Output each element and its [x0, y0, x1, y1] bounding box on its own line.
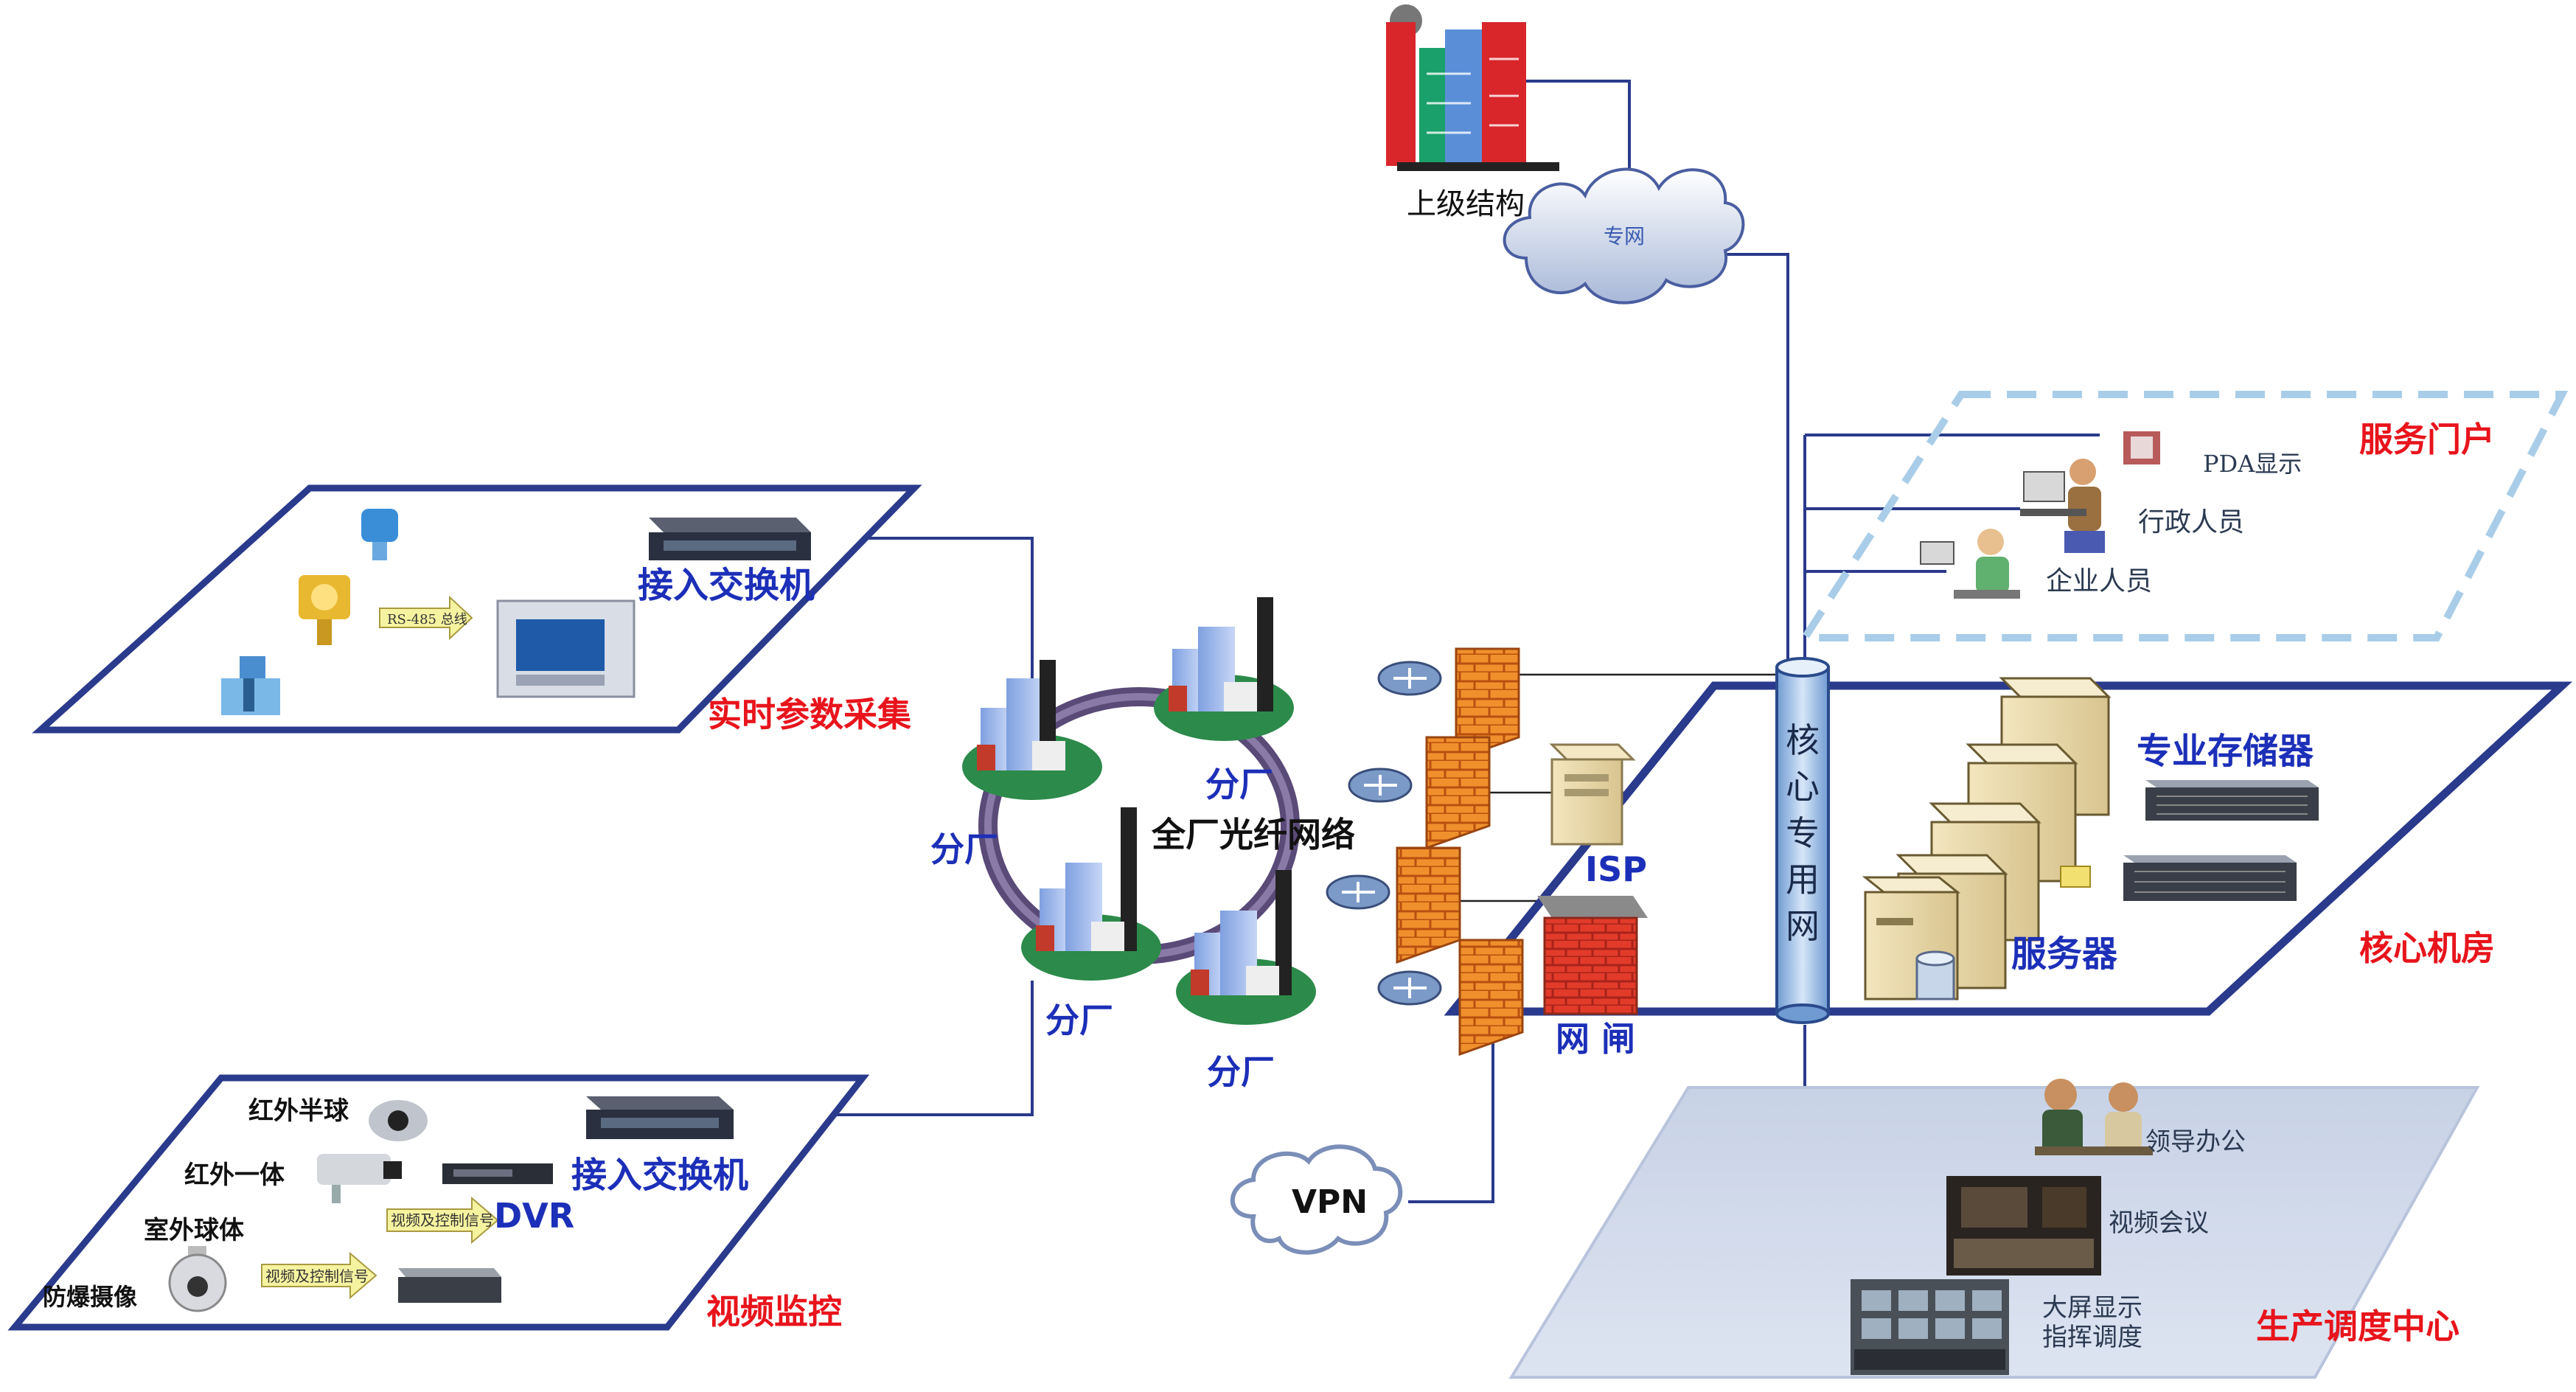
- encoder-icon: [398, 1268, 501, 1303]
- private-net-cloud: 专网: [1503, 167, 1745, 304]
- network-gap-label: 网 闸: [1556, 1019, 1635, 1059]
- link-vpn: [1408, 1017, 1494, 1203]
- dispatch-items: 领导办公 视频会议 大屏显示 指挥调度: [1851, 1079, 2246, 1375]
- router-icon-1: [1348, 768, 1413, 803]
- big-screen-photo: [1851, 1279, 2009, 1375]
- camera-label-0: 红外半球: [248, 1096, 349, 1126]
- enterprise-label: 企业人员: [2046, 566, 2152, 596]
- level-sensor-icon: [221, 656, 280, 715]
- big-screen-label-1: 大屏显示: [2042, 1293, 2142, 1323]
- rs485-bus-arrow: RS-485 总线: [379, 595, 473, 641]
- branch-node-3: 分厂: [1176, 870, 1316, 1092]
- cloud-label: 专网: [1604, 224, 1645, 248]
- firewall-icon-0: [1455, 647, 1520, 762]
- branch-node-0: 分厂: [930, 660, 1102, 869]
- branch-node-2: 分厂: [1021, 807, 1161, 1040]
- router-icon-3: [1377, 970, 1442, 1006]
- router-icon-0: [1377, 661, 1442, 696]
- zone-label-dispatch-center: 生产调度中心: [2256, 1306, 2460, 1346]
- link-cloud-backbone: [1718, 253, 1789, 667]
- router-icon-2: [1326, 874, 1390, 910]
- admin-label: 行政人员: [2138, 507, 2244, 537]
- bullet-camera-icon: [317, 1154, 402, 1203]
- backbone-char-2: 专: [1786, 813, 1820, 853]
- dvr-icon: [442, 1163, 553, 1184]
- branch-node-1: 分厂: [1154, 597, 1294, 804]
- signal-label-2: 视频及控制信号: [265, 1267, 369, 1285]
- superior-building: 上级结构: [1386, 4, 1559, 221]
- link-realtime-ring: [796, 537, 1034, 689]
- storage-icon-0: [2145, 780, 2319, 821]
- router-firewall-stack: [1326, 647, 1524, 1057]
- ring-center-label: 全厂光纤网络: [1151, 815, 1355, 855]
- camera-label-3: 防爆摄像: [43, 1283, 137, 1311]
- storage-devices: [2060, 780, 2319, 901]
- dvr-label: DVR: [494, 1196, 574, 1236]
- camera-label-1: 红外一体: [184, 1160, 285, 1190]
- isp-label: ISP: [1585, 849, 1647, 889]
- building-label: 上级结构: [1407, 187, 1525, 221]
- storage-icon-1: [2123, 855, 2297, 901]
- realtime-switch-label: 接入交换机: [638, 565, 815, 606]
- link-building-cloud: [1511, 80, 1631, 206]
- backbone-char-1: 心: [1786, 767, 1820, 807]
- zone-label-realtime: 实时参数采集: [708, 695, 911, 734]
- rs485-label: RS-485 总线: [387, 612, 467, 627]
- vpn-label: VPN: [1292, 1183, 1368, 1221]
- vpn-cloud: VPN: [1230, 1144, 1403, 1255]
- zone-label-core-room: 核心机房: [2359, 928, 2495, 968]
- zone-label-video: 视频监控: [706, 1292, 842, 1332]
- leader-office-icon: [2035, 1079, 2153, 1155]
- signal-label-1: 视频及控制信号: [391, 1211, 494, 1229]
- temperature-sensor-icon: [299, 575, 350, 645]
- firewall-icon-1: [1425, 736, 1491, 850]
- backbone-char-3: 用: [1786, 860, 1820, 899]
- dome-camera-icon: [369, 1100, 428, 1141]
- zone-service-portal: 服务门户: [1797, 391, 2569, 641]
- isp-server-icon: [1549, 743, 1636, 846]
- pda-label: PDA显示: [2203, 450, 2302, 478]
- branch-label-0: 分厂: [930, 829, 998, 869]
- database-icon: [1915, 950, 1955, 1000]
- signal-arrow-2: 视频及控制信号: [261, 1251, 377, 1300]
- rtu-monitor-icon: [496, 599, 636, 698]
- branch-label-1: 分厂: [1205, 765, 1273, 804]
- signal-arrow-1: 视频及控制信号: [386, 1196, 499, 1245]
- firewall-icon-2: [1396, 846, 1461, 964]
- big-screen-label-2: 指挥调度: [2042, 1323, 2142, 1352]
- branch-label-2: 分厂: [1045, 1000, 1113, 1040]
- backbone-char-4: 网: [1786, 906, 1820, 946]
- storage-label: 专业存储器: [2137, 731, 2314, 772]
- camera-label-2: 室外球体: [144, 1216, 244, 1245]
- leader-label: 领导办公: [2145, 1127, 2246, 1157]
- video-conference-photo: [1946, 1176, 2101, 1276]
- realtime-switch-icon: [649, 518, 811, 560]
- branch-label-3: 分厂: [1207, 1052, 1275, 1092]
- video-conf-label: 视频会议: [2109, 1208, 2209, 1238]
- pda-icon: [2123, 431, 2160, 464]
- realtime-devices: RS-485 总线 接入交换机: [221, 509, 815, 715]
- service-portal-people: PDA显示 行政人员 企业人员: [1920, 431, 2302, 599]
- speed-dome-icon: [168, 1246, 227, 1312]
- server-label: 服务器: [2011, 933, 2118, 975]
- fiber-ring: 全厂光纤网络: [978, 687, 1355, 964]
- storage-link-icon: [2060, 866, 2091, 888]
- video-switch-icon: [586, 1096, 734, 1139]
- zone-label-service-portal: 服务门户: [2359, 420, 2495, 459]
- backbone-char-0: 核: [1786, 720, 1820, 760]
- server-stack: [1862, 677, 2112, 1000]
- core-backbone: 核 心 专 用 网: [1775, 657, 1830, 1024]
- server-icon-4: [1862, 876, 1961, 1000]
- admin-person-icon: [2020, 459, 2105, 553]
- network-gap-icon: [1537, 896, 1648, 1015]
- firewall-icon-3: [1458, 939, 1524, 1057]
- video-switch-label: 接入交换机: [571, 1155, 748, 1196]
- branch-factories: 分厂 分厂 分厂 分厂: [930, 597, 1316, 1092]
- enterprise-person-icon: [1920, 529, 2020, 599]
- pressure-transmitter-icon: [361, 509, 398, 560]
- zone-video: 视频监控: [7, 1074, 870, 1332]
- video-devices: 红外半球 红外一体 室外球体 防爆摄像 视频及控制信号 视频及控制信号 DVR: [43, 1096, 748, 1312]
